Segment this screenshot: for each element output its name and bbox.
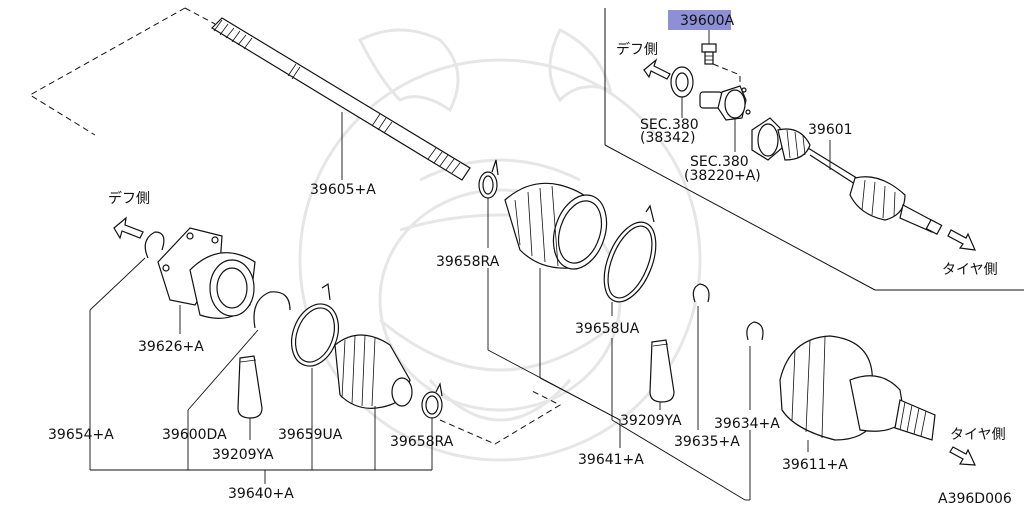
label-39605[interactable]: 39605+A (310, 182, 376, 198)
arrow-def-side-inset-icon (643, 58, 671, 80)
arrow-tire-side-bottom-icon (949, 446, 976, 466)
label-39658ra-bottom[interactable]: 39658RA (390, 434, 454, 450)
snap-ring-39654[interactable] (89, 231, 165, 470)
label-39209ya-left[interactable]: 39209YA (212, 447, 274, 463)
label-39611[interactable]: 39611+A (782, 457, 848, 473)
label-def-side-inset: デフ側 (616, 41, 658, 58)
seal-38342[interactable] (670, 66, 694, 118)
label-39658ua[interactable]: 39658UA (575, 321, 640, 337)
boot-left[interactable] (334, 334, 413, 470)
circlip-39600da[interactable] (187, 291, 291, 470)
highlight-39600a (668, 10, 731, 30)
grease-tube-39209ya-left[interactable] (237, 355, 263, 440)
driveshaft-assembly-39601[interactable] (751, 117, 943, 236)
label-sec380-a[interactable]: SEC.380 (640, 117, 699, 133)
boot-band-39659ua[interactable] (283, 282, 346, 470)
label-39600da[interactable]: 39600DA (162, 427, 227, 443)
boot-band-39658ra-bottom[interactable] (421, 382, 562, 470)
arrow-tire-side-inset-icon (947, 229, 976, 251)
label-39600a[interactable]: 39600A (680, 13, 735, 29)
label-39209ya-right[interactable]: 39209YA (620, 413, 682, 429)
label-tire-side-bottom: タイヤ側 (950, 427, 1006, 443)
label-39601[interactable]: 39601 (808, 122, 853, 138)
snap-ring-39634[interactable] (746, 321, 764, 410)
label-39659ua[interactable]: 39659UA (278, 427, 343, 443)
label-39658ra-top[interactable]: 39658RA (436, 254, 500, 270)
label-39641[interactable]: 39641+A (578, 452, 644, 468)
arrow-def-side-left-icon (113, 216, 144, 240)
housing-39626[interactable] (157, 227, 256, 334)
label-39635[interactable]: 39635+A (674, 434, 740, 450)
inset-panel (604, 8, 1024, 291)
label-39634[interactable]: 39634+A (714, 416, 780, 432)
boot-band-39658ra-top[interactable] (478, 159, 499, 248)
outer-joint-39611[interactable] (779, 335, 936, 452)
boot-center[interactable] (504, 182, 616, 378)
grease-tube-39209ya-right[interactable] (649, 339, 675, 410)
watermark-emblem (298, 27, 702, 462)
bracket-39640 (90, 469, 432, 484)
label-38220[interactable]: (38220+A) (684, 168, 761, 184)
shaft-39605[interactable] (29, 7, 471, 181)
label-38342[interactable]: (38342) (640, 130, 695, 146)
lead-lines-39641 (487, 268, 746, 501)
label-sec380-b[interactable]: SEC.380 (690, 154, 749, 170)
flange-38220[interactable] (699, 85, 751, 152)
label-39626[interactable]: 39626+A (138, 339, 204, 355)
label-39640[interactable]: 39640+A (228, 486, 294, 502)
diagram-code: A396D006 (938, 491, 1012, 507)
snap-ring-39635[interactable] (692, 283, 710, 430)
label-def-side-left: デフ側 (108, 190, 150, 207)
boot-band-39658ua[interactable] (594, 204, 666, 316)
label-tire-side-inset: タイヤ側 (942, 262, 998, 278)
label-39654[interactable]: 39654+A (48, 427, 114, 443)
